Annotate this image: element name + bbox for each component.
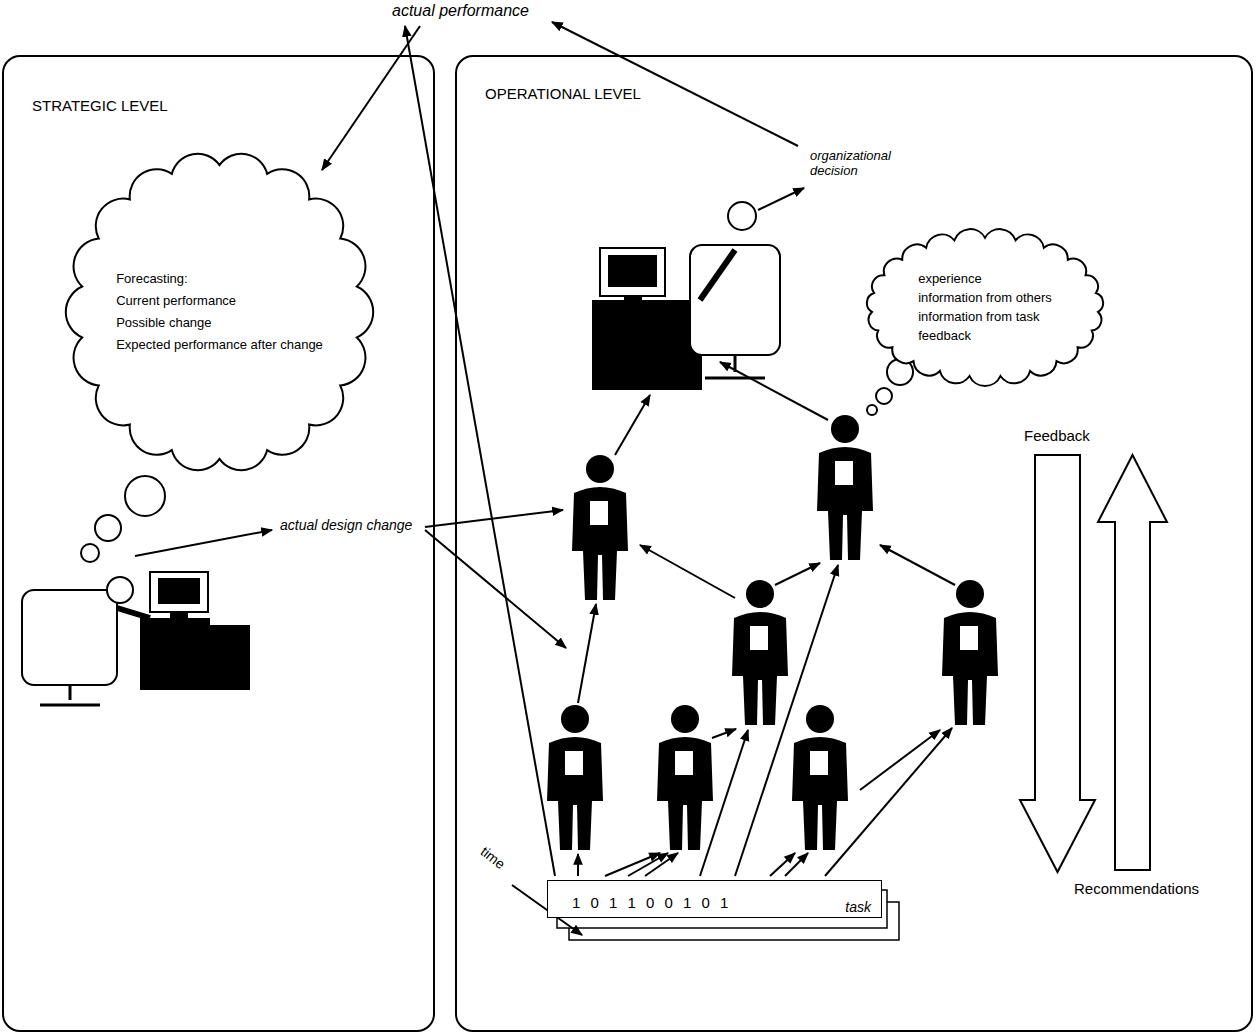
- level-panel: Forecasting:Current performancePossible …: [2, 55, 435, 1032]
- arrow: [578, 604, 596, 703]
- monitor: [150, 572, 208, 612]
- manager-at-desk: [592, 202, 780, 390]
- cloud-line: experience: [918, 269, 1052, 288]
- cloud-line: Current performance: [116, 290, 323, 312]
- agent-figure: [942, 580, 998, 725]
- arrow-label: time: [476, 842, 510, 873]
- arrow: [640, 545, 735, 598]
- arrow: [405, 26, 555, 876]
- arrow: [880, 545, 955, 585]
- flow-label: Recommendations: [1072, 880, 1201, 897]
- arm: [117, 608, 150, 618]
- cloud-line: Possible change: [116, 312, 323, 334]
- flow-label: Feedback: [1022, 427, 1092, 444]
- task-box: 1 0 1 1 0 0 1 0 1 task: [547, 880, 882, 918]
- arrow: [720, 362, 828, 420]
- cloud-shape: [66, 154, 373, 471]
- manager-at-desk: [22, 572, 250, 705]
- level-heading: STRATEGIC LEVEL: [32, 97, 168, 114]
- arrow: [775, 563, 820, 585]
- thought-bubble: [125, 476, 165, 516]
- desk: [592, 300, 702, 390]
- arrow: [645, 853, 678, 876]
- thought-bubble: [95, 515, 121, 541]
- arm: [700, 250, 735, 300]
- cloud-line: Forecasting:: [116, 268, 323, 290]
- thought-cloud: Forecasting:Current performancePossible …: [47, 132, 392, 492]
- arrow: [135, 530, 272, 556]
- arrow: [785, 853, 808, 876]
- agent-figure: [732, 580, 788, 725]
- chair-base: [705, 355, 765, 378]
- thought-bubble: [867, 405, 877, 415]
- arrow: [425, 510, 563, 527]
- recommendation-arrow: [1098, 455, 1167, 870]
- head: [107, 577, 133, 603]
- agent-figure: [657, 705, 713, 850]
- arrow-label: actual design change: [278, 517, 414, 533]
- task-label: task: [845, 899, 871, 915]
- chair-back: [22, 590, 117, 685]
- arrow: [712, 729, 736, 738]
- screen: [608, 255, 657, 287]
- cloud-line: Expected performance after change: [116, 334, 323, 356]
- screen: [158, 578, 200, 604]
- head: [728, 202, 756, 230]
- thought-bubble: [876, 388, 892, 404]
- cloud-line: information from task: [918, 307, 1052, 326]
- cloud-text: experienceinformation from othersinforma…: [918, 269, 1052, 345]
- keyboard: [140, 618, 210, 626]
- monitor-stand: [624, 296, 642, 302]
- agent-figure: [547, 705, 603, 850]
- desk: [140, 625, 250, 690]
- arrow: [700, 730, 748, 876]
- arrow-label: organizational decision: [808, 148, 907, 178]
- cloud-shape: [867, 229, 1103, 386]
- arrow: [615, 395, 650, 455]
- cloud-line: information from others: [918, 288, 1052, 307]
- task-bits: 1 0 1 1 0 0 1 0 1: [572, 894, 728, 911]
- arrow: [825, 728, 952, 876]
- chair-back: [690, 245, 780, 355]
- arrow: [577, 854, 579, 876]
- arrow: [425, 530, 566, 648]
- arrow: [552, 22, 798, 146]
- cloud-outline: [47, 132, 392, 492]
- arrow-label: actual performance: [390, 2, 531, 20]
- cloud-text: Forecasting:Current performancePossible …: [116, 268, 323, 356]
- arrow: [770, 853, 795, 876]
- thought-bubble: [81, 544, 99, 562]
- agent-figure: [572, 455, 628, 600]
- agent-figure: [792, 705, 848, 850]
- thought-cloud: experienceinformation from othersinforma…: [854, 220, 1116, 394]
- arrow: [322, 26, 420, 170]
- chair-base: [40, 685, 100, 705]
- cloud-outline: [854, 220, 1116, 394]
- arrow: [735, 565, 838, 876]
- level-heading: OPERATIONAL LEVEL: [485, 85, 641, 102]
- arrow: [860, 730, 940, 790]
- cloud-line: feedback: [918, 326, 1052, 345]
- arrow: [758, 188, 804, 210]
- feedback-arrow: [1020, 455, 1095, 872]
- monitor: [600, 248, 665, 296]
- agent-figure: [817, 415, 873, 560]
